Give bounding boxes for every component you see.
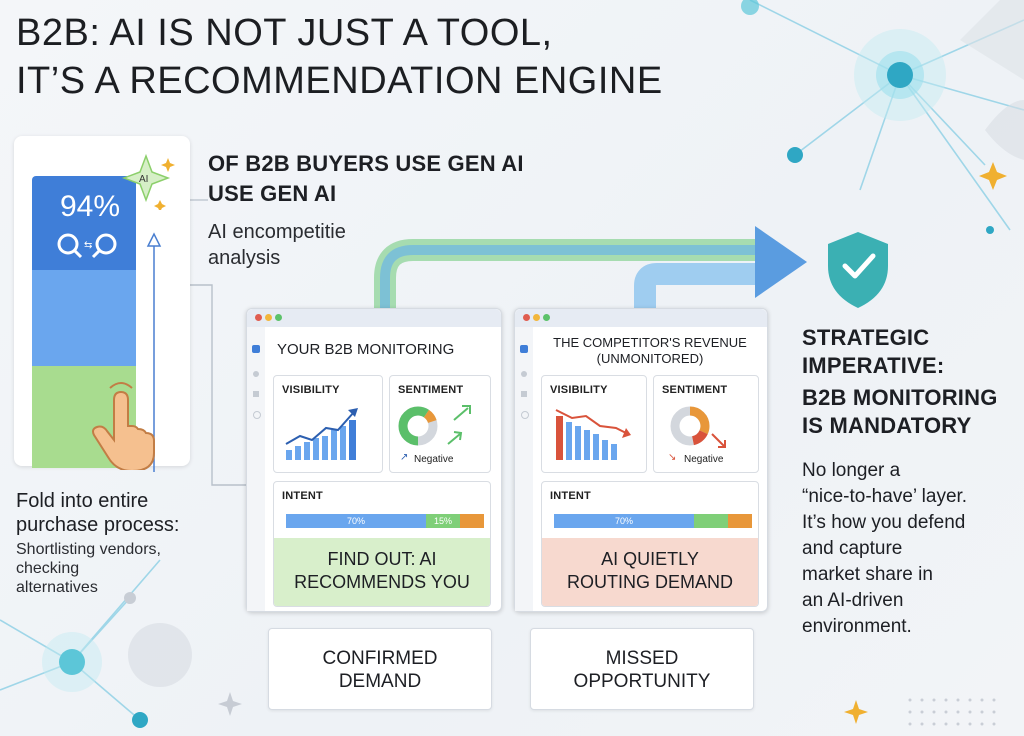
strategic-p2: “nice-to-have’ layer. — [802, 486, 968, 507]
stat-percent: 94% — [60, 190, 121, 223]
visibility-card: VISIBILITY — [273, 375, 383, 473]
result-line-1: CONFIRMED — [322, 648, 438, 669]
strategic-heading-2: IMPERATIVE: — [802, 353, 945, 378]
page-title-line-1: B2B: AI IS NOT JUST A TOOL, — [16, 12, 553, 54]
intent-label: INTENT — [282, 490, 323, 502]
cta-line-2: RECOMMENDS YOU — [294, 572, 470, 592]
visibility-label: VISIBILITY — [282, 384, 340, 396]
panel-title-line-2: (UNMONITORED) — [596, 351, 704, 366]
intent-bar-orange — [728, 514, 752, 528]
intent-bar-70: 70% — [286, 514, 426, 528]
negative-label: Negative — [684, 454, 724, 465]
star-icon — [979, 162, 1007, 190]
panel-title-line-1: THE COMPETITOR'S REVENUE — [553, 335, 747, 350]
sentiment-card: SENTIMENT ↗ Negative — [389, 375, 491, 473]
negative-arrow-icon: ↗ — [400, 452, 409, 463]
visibility-bars-up-chart — [285, 408, 358, 460]
intent-card: INTENT 70% 15% FIND OUT: AI RECOMMENDS Y… — [273, 481, 491, 607]
intent-bar-rest — [460, 514, 484, 528]
sentiment-donut-chart — [398, 405, 471, 446]
stat-heading-line-2: USE GEN AI — [208, 181, 337, 206]
cta-box-red — [542, 538, 758, 606]
strategic-p1: No longer a — [802, 460, 901, 481]
star-icon — [844, 700, 868, 724]
fold-line-1: Fold into entire — [16, 490, 149, 512]
intent-card: INTENT 70% AI QUIETLY ROUTING DEMAND — [541, 481, 759, 607]
strategic-p6: an AI-driven — [802, 590, 904, 611]
sentiment-donut-chart — [670, 406, 726, 448]
visibility-label: VISIBILITY — [550, 384, 608, 396]
panel-title: YOUR B2B MONITORING — [277, 341, 455, 358]
strategic-p3: It’s how you defend — [802, 512, 966, 533]
sentiment-label: SENTIMENT — [662, 384, 728, 396]
fold-line-2: purchase process: — [16, 514, 180, 536]
pointing-hand-icon — [92, 382, 155, 470]
stat-sub-line-2: analysis — [208, 247, 281, 269]
sentiment-card: SENTIMENT ↘ Negative — [653, 375, 759, 473]
cta-line-1: FIND OUT: AI — [327, 549, 437, 569]
cta-box-green — [274, 538, 490, 606]
fold-small-3: alternatives — [16, 579, 98, 596]
cta-line-1: AI QUIETLY — [601, 549, 699, 569]
intent-bar-15: 15% — [426, 514, 460, 528]
strategic-p5: market share in — [802, 564, 933, 585]
arrow-head-icon — [755, 226, 807, 298]
shield-check-icon — [828, 232, 888, 308]
strategic-heading-1: STRATEGIC — [802, 325, 930, 350]
strategic-p4: and capture — [802, 538, 903, 559]
result-line-2: OPPORTUNITY — [573, 671, 711, 692]
visibility-bars-down-chart — [555, 409, 631, 460]
intent-bar-green — [694, 514, 728, 528]
strategic-heading-4: IS MANDATORY — [802, 413, 972, 438]
cta-line-2: ROUTING DEMAND — [567, 572, 733, 592]
result-line-2: DEMAND — [338, 671, 422, 692]
result-line-1: MISSED — [605, 648, 679, 669]
result-confirmed-demand: CONFIRMED DEMAND — [268, 628, 492, 710]
panel-your-monitoring: YOUR B2B MONITORING VISIBILITY SENTIMENT — [246, 308, 502, 612]
strategic-heading-3: B2B MONITORING — [802, 385, 998, 410]
stat-heading-line-1: OF B2B BUYERS USE GEN AI — [208, 151, 524, 176]
negative-label: Negative — [414, 454, 454, 465]
ai-badge-text: AI — [139, 174, 148, 185]
result-missed-opportunity: MISSED OPPORTUNITY — [530, 628, 754, 710]
panel-sidebar — [247, 327, 265, 611]
page-title-line-2: IT’S A RECOMMENDATION ENGINE — [16, 60, 663, 102]
intent-bar-70: 70% — [554, 514, 694, 528]
sparkle-ai-icon: AI — [121, 153, 175, 210]
fold-small-1: Shortlisting vendors, — [16, 541, 161, 558]
stat-sub-line-1: AI encompetitie — [208, 221, 346, 243]
strategic-paragraph: No longer a “nice-to-have’ layer. It’s h… — [802, 458, 1017, 640]
up-arrow-icon — [146, 232, 162, 472]
visibility-card: VISIBILITY — [541, 375, 647, 473]
panel-sidebar — [515, 327, 533, 611]
sentiment-label: SENTIMENT — [398, 384, 464, 396]
svg-text:⇆: ⇆ — [84, 240, 92, 251]
fold-small-2: checking — [16, 560, 80, 577]
intent-label: INTENT — [550, 490, 591, 502]
negative-arrow-icon: ↘ — [668, 452, 677, 463]
panel-competitor-revenue: THE COMPETITOR'S REVENUE (UNMONITORED) V… — [514, 308, 768, 612]
strategic-p7: environment. — [802, 616, 912, 637]
magnifier-compare-icon: ⇆ — [57, 233, 117, 259]
